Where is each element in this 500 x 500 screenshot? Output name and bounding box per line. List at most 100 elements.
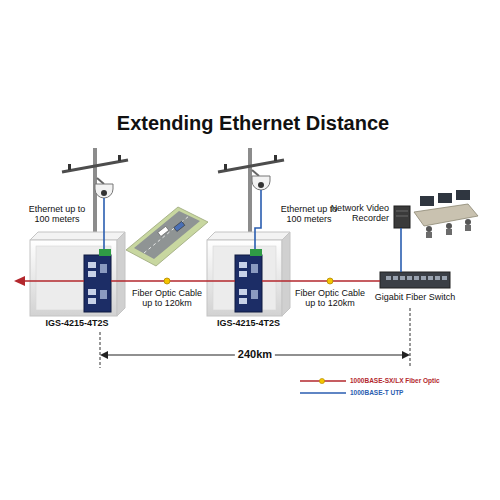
car bbox=[158, 226, 169, 236]
arrowhead bbox=[100, 351, 108, 359]
arrowhead bbox=[14, 276, 25, 286]
terminal-block bbox=[250, 249, 262, 256]
device-node: Network Video Recorder bbox=[394, 206, 410, 228]
edge-label: Fiber Optic Cable up to 120km bbox=[291, 288, 369, 309]
rj45-port bbox=[88, 289, 96, 295]
rj45-port bbox=[88, 271, 96, 277]
fiber-marker bbox=[319, 378, 324, 383]
fiber-marker bbox=[327, 278, 333, 284]
legend-item: 1000BASE-T UTP bbox=[300, 389, 403, 397]
fiber-connector bbox=[262, 280, 380, 282]
operator bbox=[426, 232, 432, 238]
legend-sample bbox=[300, 389, 346, 397]
legend-text: 1000BASE-T UTP bbox=[350, 389, 403, 396]
annotation-label: 240km bbox=[235, 348, 275, 361]
terminal-block bbox=[99, 249, 111, 256]
cabinet-top bbox=[30, 232, 125, 240]
nvr-slot bbox=[396, 211, 408, 212]
rj45-port bbox=[239, 298, 247, 304]
port bbox=[421, 276, 426, 280]
sfp-port bbox=[100, 290, 107, 299]
fiber-connector bbox=[111, 280, 235, 282]
device-label: IGS-4215-4T2S bbox=[204, 318, 294, 328]
monitor bbox=[456, 190, 470, 200]
insulator bbox=[274, 155, 277, 161]
port bbox=[414, 276, 419, 280]
car bbox=[174, 221, 185, 231]
camera-arm bbox=[252, 170, 259, 176]
switch-body bbox=[235, 255, 262, 312]
sfp-port bbox=[251, 264, 258, 273]
operator bbox=[426, 226, 432, 232]
extension-line bbox=[100, 332, 101, 368]
legend-text: 1000BASE-SX/LX Fiber Optic bbox=[350, 377, 440, 384]
device-node: IGS-4215-4T2S bbox=[235, 255, 262, 312]
insulator bbox=[224, 164, 227, 170]
port bbox=[386, 276, 391, 280]
rj45-port bbox=[239, 289, 247, 295]
annotation-label: Ethernet up to 100 meters bbox=[276, 204, 342, 225]
utp-wire bbox=[103, 198, 105, 255]
fiber-line bbox=[24, 280, 84, 282]
switch-body bbox=[380, 272, 450, 288]
device-label: Gigabit Fiber Switch bbox=[365, 292, 465, 302]
insulator bbox=[68, 164, 71, 170]
camera-lens bbox=[101, 190, 107, 196]
monitor bbox=[420, 196, 434, 206]
dome-camera bbox=[95, 184, 113, 198]
operator bbox=[465, 219, 471, 225]
edge-label: Fiber Optic Cable up to 120km bbox=[128, 288, 206, 309]
operator bbox=[446, 229, 452, 235]
cabinet-side bbox=[117, 232, 125, 316]
utility-pole bbox=[248, 148, 252, 238]
operator bbox=[465, 225, 471, 231]
port bbox=[407, 276, 412, 280]
extension-line bbox=[410, 308, 411, 368]
cabinet bbox=[30, 240, 117, 316]
rj45-port bbox=[88, 298, 96, 304]
device-label: IGS-4215-4T2S bbox=[32, 318, 122, 328]
cabinet-side bbox=[282, 232, 290, 316]
monitor bbox=[438, 193, 452, 203]
port bbox=[435, 276, 440, 280]
pole-crossarm bbox=[218, 160, 284, 172]
rj45-port bbox=[239, 271, 247, 277]
nvr-unit bbox=[394, 206, 410, 228]
device-node: Gigabit Fiber Switch bbox=[380, 272, 450, 288]
fiber-connector bbox=[400, 228, 402, 272]
control-desk bbox=[414, 204, 478, 226]
legend-line bbox=[300, 392, 346, 393]
camera-arm bbox=[97, 178, 104, 184]
insulator bbox=[118, 155, 121, 161]
port bbox=[400, 276, 405, 280]
road bbox=[134, 211, 200, 259]
sfp-port bbox=[100, 264, 107, 273]
device-node: IGS-4215-4T2S bbox=[84, 255, 111, 312]
annotation-label: Ethernet up to 100 meters bbox=[24, 204, 90, 225]
pole-crossarm bbox=[62, 160, 128, 172]
cabinet bbox=[207, 240, 282, 316]
road-verge bbox=[126, 207, 208, 266]
sfp-port bbox=[251, 290, 258, 299]
fiber-marker bbox=[164, 278, 170, 284]
utp-wire bbox=[255, 190, 261, 255]
port bbox=[428, 276, 433, 280]
arrowhead bbox=[402, 351, 410, 359]
legend-item: 1000BASE-SX/LX Fiber Optic bbox=[300, 377, 440, 385]
legend-sample bbox=[300, 377, 346, 385]
rj45-port bbox=[239, 262, 247, 268]
rj45-port bbox=[88, 262, 96, 268]
operator bbox=[446, 223, 452, 229]
diagram-title: Extending Ethernet Distance bbox=[3, 112, 500, 135]
port bbox=[442, 276, 447, 280]
camera-lens bbox=[258, 182, 264, 188]
dome-camera bbox=[252, 176, 270, 190]
road-marking bbox=[144, 216, 189, 253]
switch-body bbox=[84, 255, 111, 312]
cabinet-top bbox=[207, 232, 290, 240]
nvr-slot bbox=[396, 216, 408, 217]
port bbox=[393, 276, 398, 280]
